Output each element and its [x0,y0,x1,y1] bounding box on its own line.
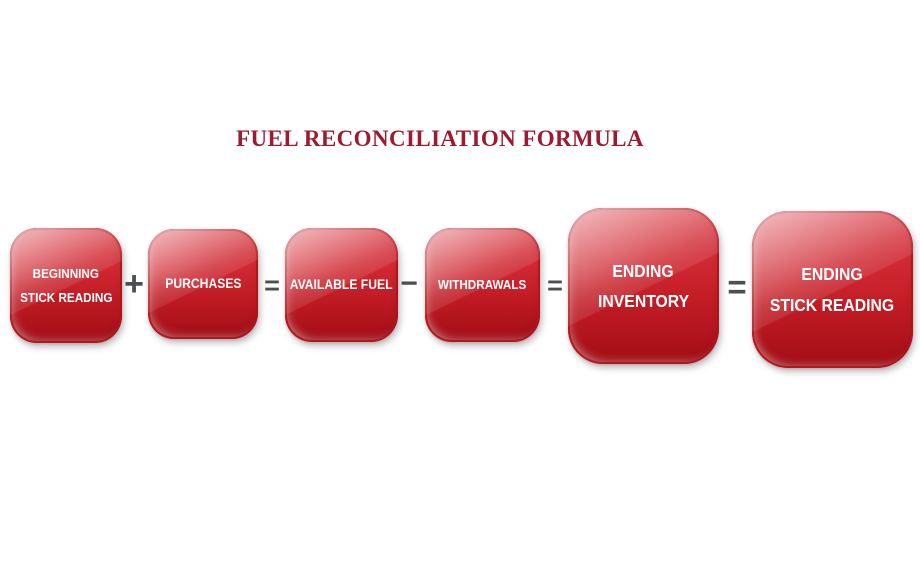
box-label: PURCHASES [148,229,258,339]
box-available-fuel: AVAILABLE FUEL [285,228,398,342]
box-label: AVAILABLE FUEL [285,228,398,342]
box-label-line: STICK READING [19,289,113,305]
box-label: ENDING INVENTORY [568,208,719,364]
box-label-line: AVAILABLE FUEL [290,277,393,293]
box-label: WITHDRAWALS [425,228,540,342]
operator-equals-1: = [264,270,280,301]
operator-minus: − [400,267,418,300]
box-ending-stick-reading: ENDING STICK READING [752,211,913,368]
box-label-line: PURCHASES [164,276,242,292]
box-label: BEGINNING STICK READING [10,228,122,343]
box-withdrawals: WITHDRAWALS [425,228,540,342]
operator-plus: + [124,265,144,303]
box-label-line: INVENTORY [597,291,690,311]
box-label: ENDING STICK READING [752,211,913,368]
box-label-line: STICK READING [770,294,895,315]
box-beginning-stick-reading: BEGINNING STICK READING [10,228,122,343]
page-title: FUEL RECONCILIATION FORMULA [236,126,644,151]
box-purchases: PURCHASES [148,229,258,339]
box-ending-inventory: ENDING INVENTORY [568,208,719,364]
box-label-line: BEGINNING [32,266,100,282]
operator-equals-2: = [547,270,563,301]
operator-equals-3: = [727,268,747,306]
box-label-line: ENDING [612,260,675,281]
box-label-line: WITHDRAWALS [438,276,527,292]
box-label-line: ENDING [801,264,864,285]
